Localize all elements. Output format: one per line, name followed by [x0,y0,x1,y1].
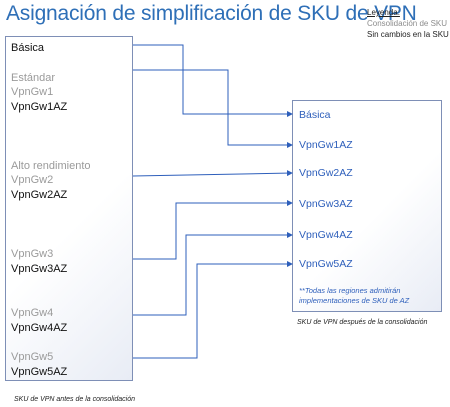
legend-heading: Leyenda: [367,8,400,17]
legend-no-change: Sin cambios en la SKU [367,30,449,39]
left-vpngw2az: VpnGw2AZ [11,189,68,201]
left-vpngw4: VpnGw4 [11,307,54,319]
right-vpngw3az: VpnGw3AZ [299,198,353,210]
arrow-vpngw1az [133,69,293,148]
left-vpngw3: VpnGw3 [11,248,54,260]
arrow-vpngw2az [132,170,293,177]
left-basic: Básica [11,42,45,54]
left-vpngw1az: VpnGw1AZ [11,101,68,113]
legend: Leyenda: Consolidación de SKU Sin cambio… [367,7,449,40]
left-vpngw5: VpnGw5 [11,351,54,363]
left-vpngw1: VpnGw1 [11,86,54,98]
arrow-vpngw5az [133,261,293,359]
caption-before: SKU de VPN antes de la consolidación [14,396,136,403]
right-basic: Básica [299,109,331,121]
left-high-perf-group: Alto rendimiento [11,160,91,172]
left-vpngw3az: VpnGw3AZ [11,263,68,275]
before-consolidation-box [5,36,133,381]
legend-consolidation: Consolidación de SKU [367,19,448,28]
diagram-title: Asignación de simplificación de SKU de V… [6,2,417,25]
left-standard-group: Estándar [11,72,56,84]
right-vpngw5az: VpnGw5AZ [299,258,353,270]
right-vpngw2az: VpnGw2AZ [299,167,353,179]
after-consolidation-box [292,100,442,312]
caption-after: SKU de VPN después de la consolidación [297,319,428,326]
arrow-vpngw4az [133,232,293,316]
arrow-vpngw3az [133,200,293,260]
arrow-basic [133,44,293,117]
right-az-note: **Todas las regiones admitirán implement… [299,286,410,305]
left-vpngw2: VpnGw2 [11,174,54,186]
right-vpngw1az: VpnGw1AZ [299,139,353,151]
left-vpngw4az: VpnGw4AZ [11,322,68,334]
left-vpngw5az: VpnGw5AZ [11,366,68,378]
right-vpngw4az: VpnGw4AZ [299,229,353,241]
